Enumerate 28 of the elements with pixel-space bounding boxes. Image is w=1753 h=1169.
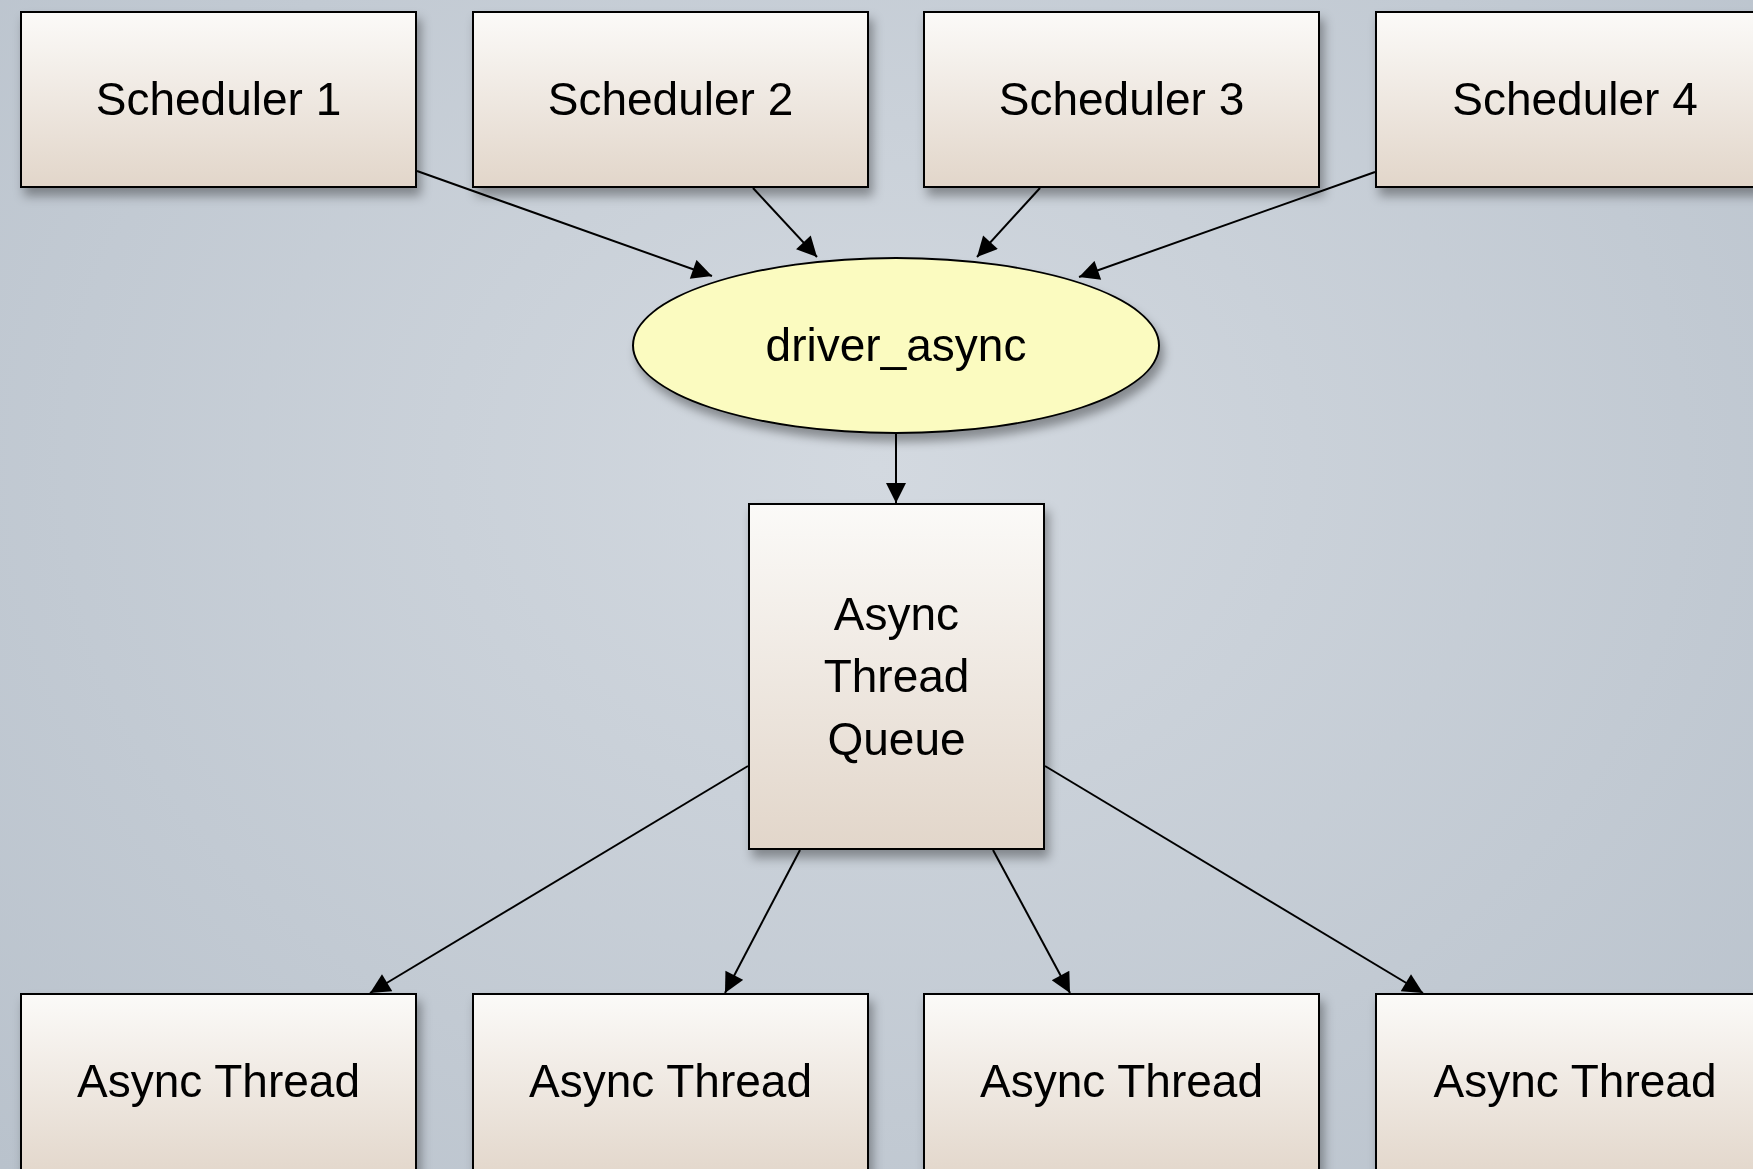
process-box	[923, 993, 1320, 1169]
process-box	[472, 993, 869, 1169]
node-label: Scheduler 2	[546, 72, 795, 128]
arrow	[886, 433, 906, 504]
node-label: driver_async	[764, 318, 1028, 374]
node-label: Scheduler 3	[997, 72, 1246, 128]
node-label: Scheduler 1	[94, 72, 343, 128]
arrow	[992, 849, 1071, 994]
node-label: Async Thread Queue	[822, 587, 971, 767]
process-box	[472, 11, 869, 188]
arrow	[724, 849, 801, 994]
arrow	[416, 170, 713, 279]
arrow	[1044, 765, 1424, 994]
process-box	[923, 11, 1320, 188]
node-label: Async Thread	[77, 1054, 360, 1110]
process-box	[748, 503, 1045, 850]
node-label: Async Thread	[529, 1054, 812, 1110]
process-box	[1375, 11, 1753, 188]
node-label: Async Thread	[1433, 1054, 1717, 1110]
process-box	[20, 993, 417, 1169]
arrow	[1078, 171, 1376, 280]
process-box	[20, 11, 417, 188]
arrow	[976, 187, 1041, 258]
node-label: Async Thread	[980, 1054, 1263, 1110]
node-label: Scheduler 4	[1451, 72, 1699, 128]
process-box	[1375, 993, 1753, 1169]
arrow	[369, 765, 749, 994]
arrow	[752, 187, 818, 258]
